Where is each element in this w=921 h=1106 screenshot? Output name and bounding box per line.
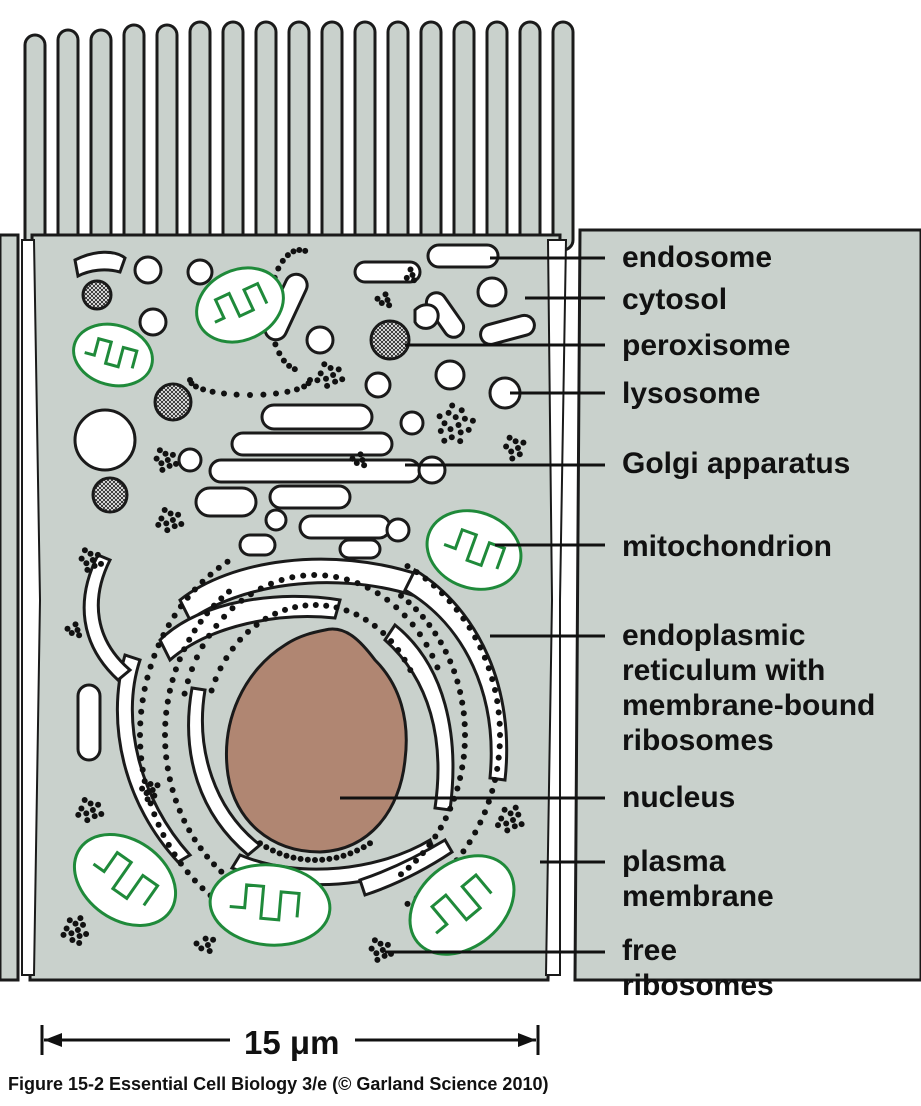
label-er-line2: reticulum with xyxy=(622,654,826,687)
er-ribosomes xyxy=(137,247,503,912)
label-er-line3: membrane-bound xyxy=(622,689,876,722)
label-er-line1: endoplasmic xyxy=(622,619,806,652)
lysosomes xyxy=(73,255,522,543)
mitochondria xyxy=(72,266,523,956)
label-lysosome: lysosome xyxy=(622,377,761,410)
golgi-apparatus xyxy=(194,403,422,560)
label-endosome: endosome xyxy=(622,241,773,274)
free-ribosomes xyxy=(60,266,527,963)
microvilli xyxy=(23,20,575,252)
scale-bar-label: 15 μm xyxy=(244,1024,340,1061)
scale-bar xyxy=(40,1025,540,1055)
label-mitochondrion: mitochondrion xyxy=(622,530,832,563)
label-nucleus: nucleus xyxy=(622,781,736,814)
nucleus xyxy=(225,627,408,854)
endosomes xyxy=(73,243,536,346)
right-neighbor-cell xyxy=(573,228,921,982)
right-intercellular-space xyxy=(544,239,568,976)
leader-lines xyxy=(340,256,605,954)
label-plasma-line1: plasma xyxy=(622,845,726,878)
label-cytosol: cytosol xyxy=(622,283,728,316)
label-golgi: Golgi apparatus xyxy=(622,447,851,480)
label-plasma-line2: membrane xyxy=(622,880,774,913)
peroxisomes xyxy=(81,279,411,514)
label-free-line2: ribosomes xyxy=(622,969,774,1002)
left-intercellular-space xyxy=(21,239,42,976)
label-er-line4: ribosomes xyxy=(622,724,774,757)
figure-caption: Figure 15-2 Essential Cell Biology 3/e (… xyxy=(8,1074,549,1094)
label-peroxisome: peroxisome xyxy=(622,329,791,362)
label-free-line1: free xyxy=(622,934,678,967)
left-neighbor-cell xyxy=(0,233,20,982)
